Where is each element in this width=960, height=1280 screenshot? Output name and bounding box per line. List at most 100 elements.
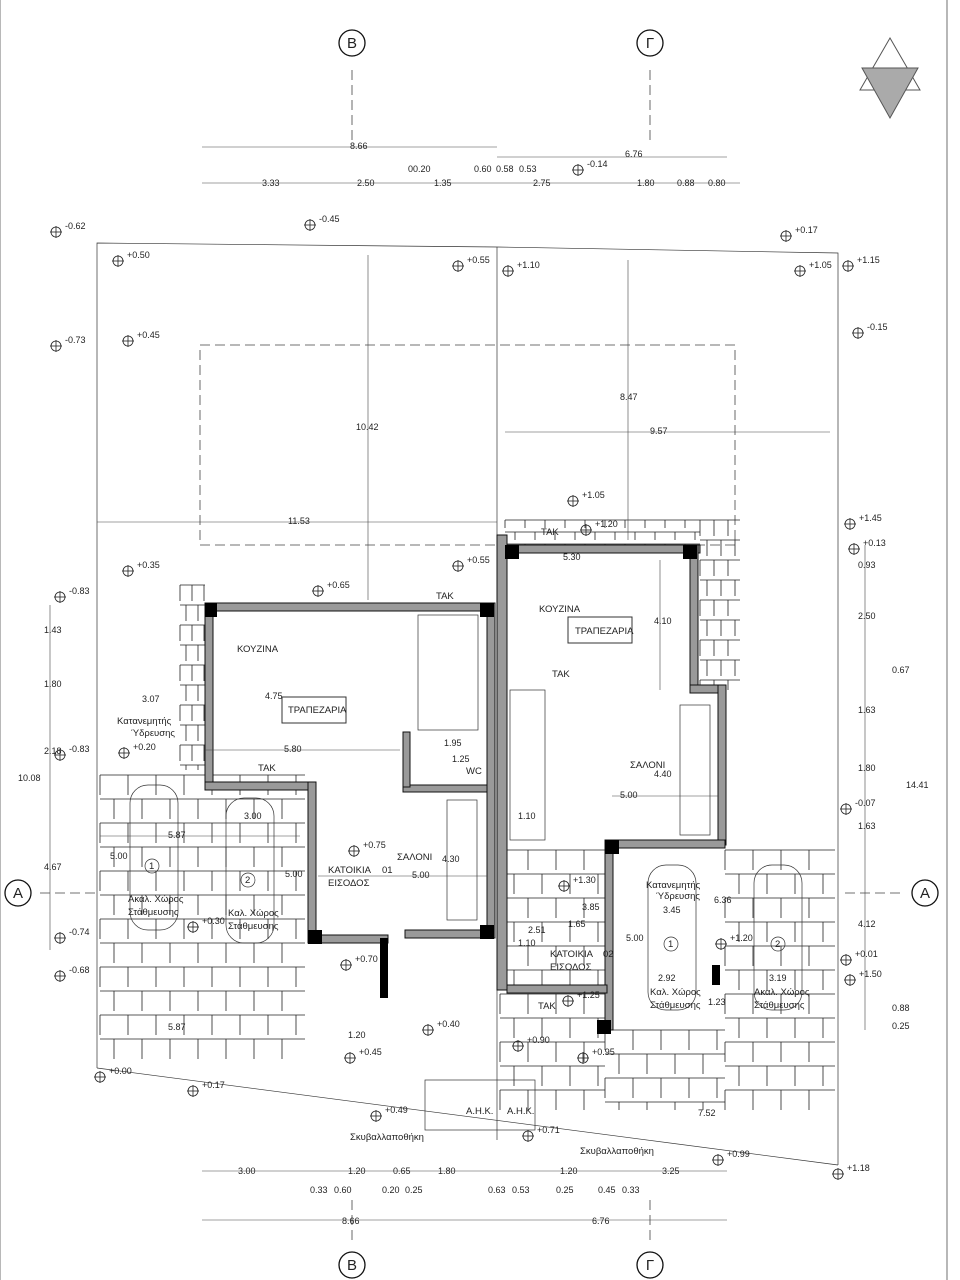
level-marker <box>344 1052 356 1064</box>
grid-axes <box>40 70 905 1245</box>
level-value: -0.62 <box>65 221 86 231</box>
dimension-left: 1.43 <box>44 625 62 635</box>
level-value: +0.01 <box>855 949 878 959</box>
room-label-h2-car1: 1 <box>668 939 673 950</box>
dimension-inner: 1.23 <box>708 997 726 1007</box>
dimension-top: 0.58 <box>496 164 514 174</box>
level-marker <box>187 1085 199 1097</box>
axis-label: B <box>347 1257 357 1274</box>
level-marker <box>312 585 324 597</box>
room-label-h1-entry-num: 01 <box>382 865 393 876</box>
level-marker <box>852 327 864 339</box>
level-marker <box>712 1154 724 1166</box>
dimension-top: 00.20 <box>408 164 431 174</box>
axis-label: B <box>347 35 357 52</box>
level-value: -0.83 <box>69 744 90 754</box>
room-label-h1-park1-a: Ακαλ. Χώρος <box>128 894 184 905</box>
dimension-bottom: 0.63 <box>488 1185 506 1195</box>
room-label-h2-dining: ΤΡΑΠΕΖΑΡΙΑ <box>575 626 634 637</box>
level-marker <box>794 265 806 277</box>
level-marker <box>522 1130 534 1142</box>
level-value: -0.15 <box>867 322 888 332</box>
level-marker <box>340 959 352 971</box>
dimension-right: 0.25 <box>892 1021 910 1031</box>
dimension-inner: 8.47 <box>620 392 638 402</box>
level-value: +1.05 <box>582 490 605 500</box>
dimension-right: 1.63 <box>858 821 876 831</box>
axis-a-bubble-left: A <box>4 879 32 907</box>
level-value: +1.45 <box>859 513 882 523</box>
dimension-right: 1.63 <box>858 705 876 715</box>
level-value: +0.71 <box>537 1125 560 1135</box>
room-label-bin1: Σκυβαλλαποθήκη <box>350 1132 424 1143</box>
car-icon <box>129 784 179 931</box>
dimension-inner: 6.36 <box>714 895 732 905</box>
level-value: +1.50 <box>859 969 882 979</box>
level-value: -0.83 <box>69 586 90 596</box>
axis-label: A <box>920 885 930 902</box>
dimension-inner: 0.93 <box>858 560 876 570</box>
level-value: -0.73 <box>65 335 86 345</box>
dimension-inner: 2.92 <box>658 973 676 983</box>
level-value: +0.17 <box>795 225 818 235</box>
level-value: +1.20 <box>730 933 753 943</box>
dimension-inner: 5.87 <box>168 830 186 840</box>
level-value: -0.74 <box>69 927 90 937</box>
dimension-bottom: 0.25 <box>556 1185 574 1195</box>
level-marker <box>54 591 66 603</box>
dimension-inner: 4.40 <box>654 769 672 779</box>
dimension-inner: 1.10 <box>518 938 536 948</box>
dimension-inner: 5.80 <box>284 744 302 754</box>
dimension-inner: 1.10 <box>518 811 536 821</box>
level-value: +0.30 <box>202 916 225 926</box>
level-value: -0.68 <box>69 965 90 975</box>
dimension-inner: 5.87 <box>168 1022 186 1032</box>
level-marker <box>848 543 860 555</box>
level-marker <box>112 255 124 267</box>
dimension-left: 1.80 <box>44 679 62 689</box>
dimension-inner: 5.00 <box>620 790 638 800</box>
room-label-h2-living: ΣΑΛΟΝΙ <box>630 760 665 771</box>
cars <box>129 784 803 1011</box>
level-value: +0.17 <box>202 1080 225 1090</box>
level-value: +0.00 <box>109 1066 132 1076</box>
level-value: +0.75 <box>363 840 386 850</box>
level-marker <box>840 803 852 815</box>
dimension-inner: 1.95 <box>444 738 462 748</box>
level-marker <box>452 560 464 572</box>
car-icon <box>647 864 697 1011</box>
dimension-inner: 5.30 <box>563 552 581 562</box>
level-marker <box>844 974 856 986</box>
dimension-inner: 7.52 <box>698 1108 716 1118</box>
dimension-top: 8.66 <box>350 141 368 151</box>
room-label-h2-entry-b: ΕΙΣΟΔΟΣ <box>550 962 592 973</box>
dimension-inner: 5.00 <box>626 933 644 943</box>
axis-a-bubble-right: A <box>911 879 939 907</box>
level-marker <box>50 226 62 238</box>
car-icon <box>753 864 803 1011</box>
level-value: +0.40 <box>437 1019 460 1029</box>
room-label-h1-kitchen: ΚΟΥΖΙΝΑ <box>237 644 279 655</box>
level-marker <box>304 219 316 231</box>
dimension-left: 10.08 <box>18 773 41 783</box>
dimension-inner: 5.00 <box>110 851 128 861</box>
dimension-inner: 3.00 <box>244 811 262 821</box>
dimension-inner: 3.85 <box>582 902 600 912</box>
level-marker <box>842 260 854 272</box>
dimension-inner: 5.00 <box>285 869 303 879</box>
level-value: +0.55 <box>467 555 490 565</box>
room-label-h2-park1-b: Στάθμευσης <box>650 1000 701 1011</box>
level-value: +0.90 <box>527 1035 550 1045</box>
level-value: -0.14 <box>587 159 608 169</box>
dimension-right: 4.12 <box>858 919 876 929</box>
room-label-h1-car2: 2 <box>245 875 250 886</box>
level-value: +0.99 <box>727 1149 750 1159</box>
dimension-bottom: 0.60 <box>334 1185 352 1195</box>
dimension-inner: 10.42 <box>356 422 379 432</box>
room-label-h1-park1-b: Στάθμευσης <box>128 907 179 918</box>
room-label-h1-wc: WC <box>466 766 482 777</box>
room-label-h2-tak1: ΤΑΚ <box>541 527 559 538</box>
dimension-top: 0.60 <box>474 164 492 174</box>
dimension-bottom: 0.25 <box>405 1185 423 1195</box>
